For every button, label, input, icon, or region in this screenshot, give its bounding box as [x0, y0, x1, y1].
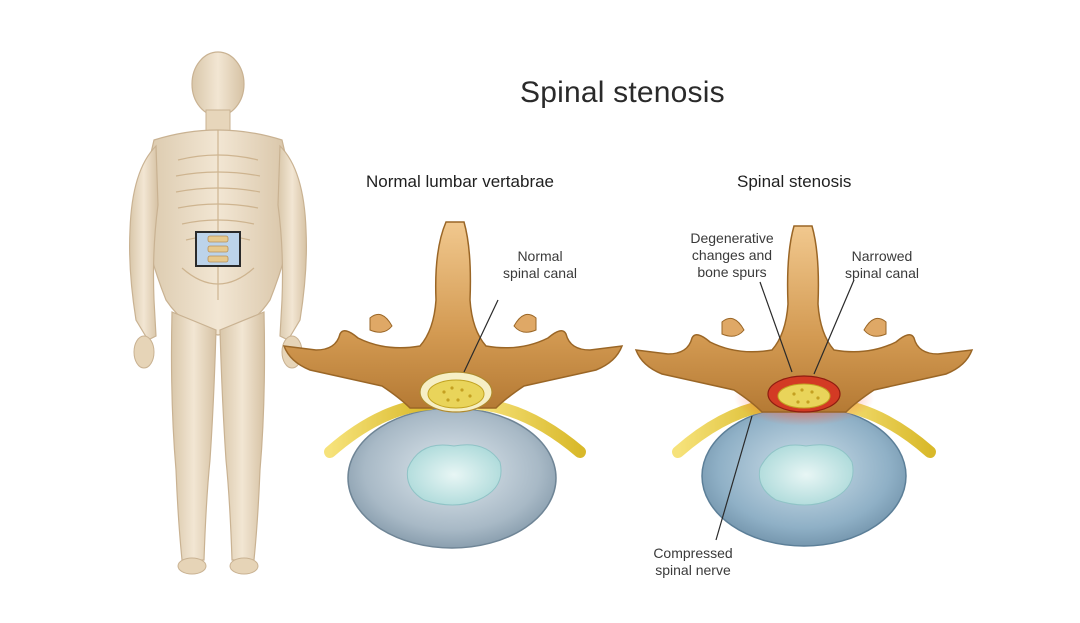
normal-vertebra [282, 221, 624, 549]
page-title: Spinal stenosis [520, 76, 725, 109]
label-narrowed-spinal-canal: Narrowed spinal canal [845, 248, 919, 281]
stenosis-vertebra [634, 225, 974, 547]
normal-heading: Normal lumbar vertabrae [366, 172, 555, 191]
label-normal-spinal-canal: Normal spinal canal [503, 248, 577, 281]
label-degenerative-changes: Degenerative changes and bone spurs [690, 230, 774, 280]
human-figure [129, 51, 307, 575]
label-compressed-spinal-nerve: Compressed spinal nerve [653, 545, 733, 578]
stenosis-heading: Spinal stenosis [737, 172, 852, 191]
